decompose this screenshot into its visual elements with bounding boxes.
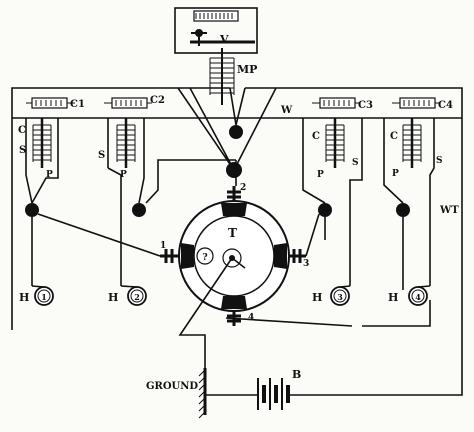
label-c-3: C [312, 131, 320, 142]
capacitor-c1 [31, 97, 68, 109]
hub-to-ground-wire [178, 257, 233, 370]
label-c2: C2 [150, 95, 165, 106]
label-mp: MP [237, 63, 257, 76]
brush-contact-1: 1 [160, 241, 180, 263]
ground-symbol [198, 368, 207, 419]
label-p-1: P [46, 170, 53, 180]
label-c3: C3 [358, 100, 373, 111]
unit-1: C1 C S P 1 H [18, 97, 85, 306]
contact-label-3: 3 [303, 259, 309, 269]
unit-3: C3 C S P 3 H [302, 97, 373, 306]
label-ground: GROUND [146, 381, 198, 392]
label-s-4: S [436, 156, 443, 166]
contact-label-1: 1 [160, 241, 166, 251]
label-b: B [292, 368, 301, 381]
label-hub-q: ? [202, 253, 207, 263]
outer-frame-wire [11, 87, 463, 396]
number-1: 1 [41, 292, 47, 302]
label-v: V [219, 33, 229, 46]
label-t: T [228, 226, 237, 240]
label-c4: C4 [438, 100, 453, 111]
magnet-coil-mp [209, 48, 235, 105]
terminal-1 [25, 203, 39, 217]
vibrator-armature [190, 29, 255, 46]
coil-1 [32, 118, 52, 168]
label-p-2: P [120, 170, 127, 180]
contact-label-2: 2 [240, 183, 246, 193]
label-p-3: P [317, 170, 324, 180]
segment-left [181, 243, 194, 269]
label-s-1: S [19, 145, 26, 156]
label-c1: C1 [70, 99, 85, 110]
terminal-4 [396, 203, 410, 217]
number-3: 3 [337, 292, 343, 302]
commutator-hub-left [196, 247, 214, 265]
label-c-1: C [18, 125, 26, 136]
label-p-4: P [392, 169, 399, 179]
vibrator-coil-top [193, 10, 239, 22]
battery-b [257, 378, 290, 410]
label-c-4: C [390, 131, 398, 142]
coil-4 [402, 118, 422, 168]
center-v-wires [177, 87, 277, 171]
center-terminal-top [229, 125, 243, 139]
brush-contact-2: 2 [227, 183, 246, 202]
unit-2: C2 S P 2 H [98, 95, 236, 306]
segment-bottom [221, 296, 247, 309]
coil-3 [325, 118, 345, 168]
label-h-1: H [19, 291, 29, 304]
vibrator-housing [174, 7, 258, 54]
commutator-t: T ? [178, 200, 290, 312]
label-h-3: H [312, 291, 322, 304]
capacitor-c4 [399, 97, 436, 109]
label-s-3: S [352, 158, 359, 168]
brush-wires [37, 160, 431, 327]
segment-right [274, 243, 287, 269]
label-w: W [280, 105, 293, 116]
contact-label-4: 4 [248, 313, 254, 323]
unit-4: C4 C S P 4 H [383, 97, 453, 306]
number-4: 4 [415, 292, 421, 302]
capacitor-c3 [319, 97, 356, 109]
number-2: 2 [134, 292, 140, 302]
terminal-2 [132, 203, 146, 217]
label-s-2: S [98, 150, 105, 161]
capacitor-c2 [111, 97, 148, 109]
coil-2 [116, 118, 136, 168]
segment-top [221, 203, 247, 216]
brush-contact-3: 3 [288, 249, 309, 269]
label-wt: WT [439, 205, 459, 216]
terminal-3 [318, 203, 332, 217]
label-h-4: H [388, 291, 398, 304]
label-h-2: H [108, 291, 118, 304]
